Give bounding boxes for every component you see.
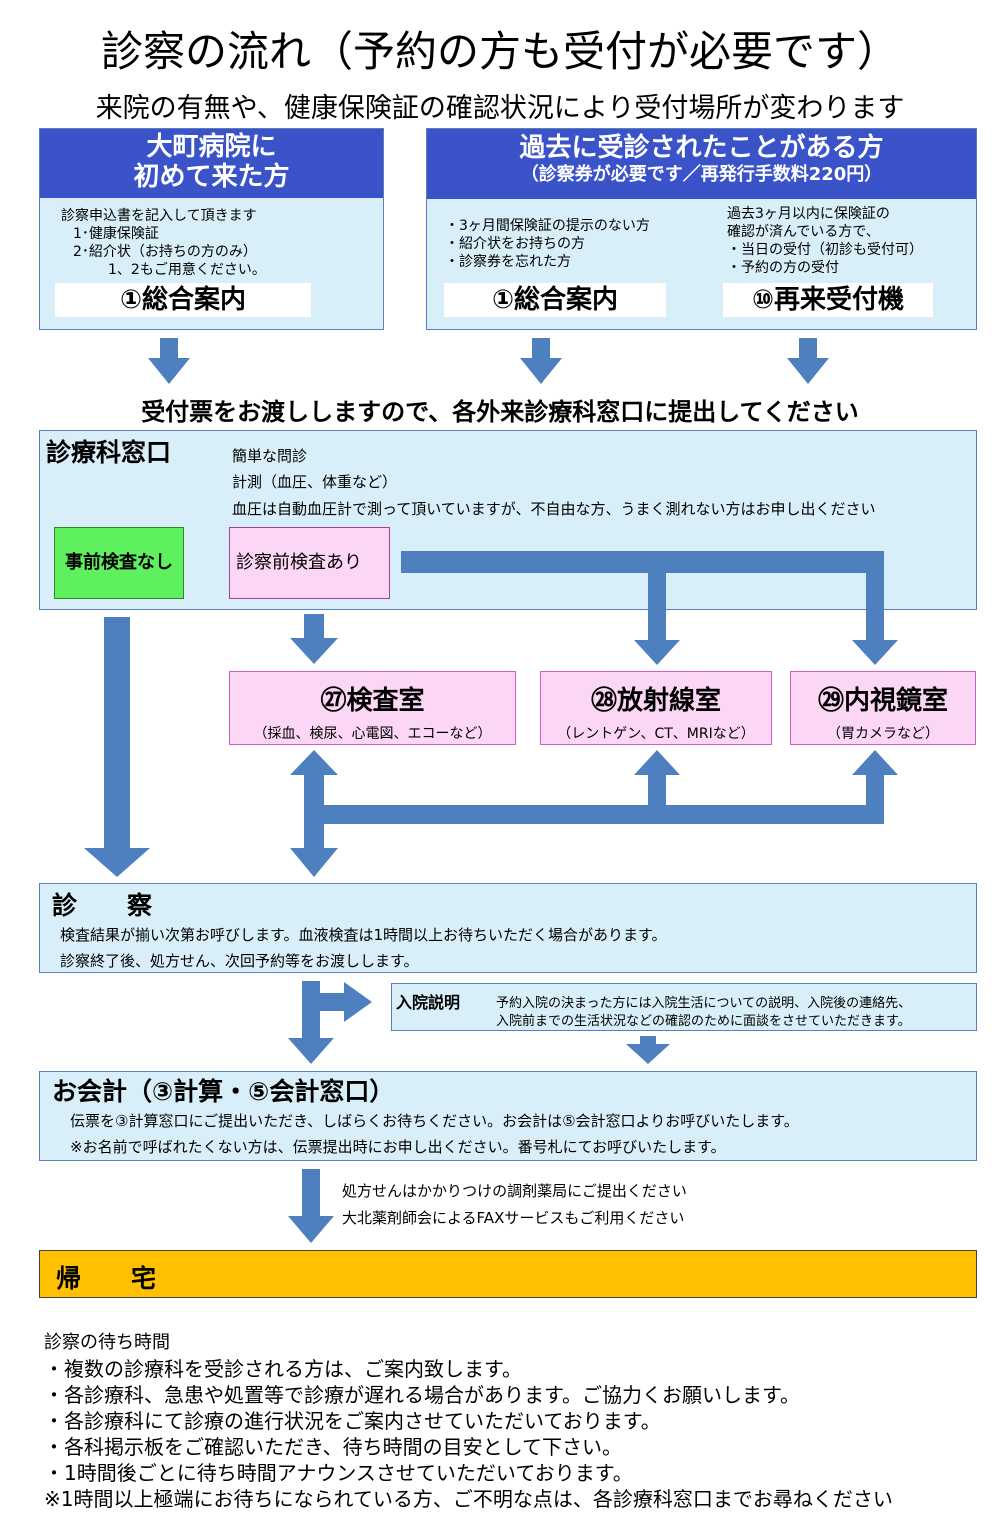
returning-right-line: ・予約の方の受付 xyxy=(727,260,839,276)
general-info-label: ①総合案内 xyxy=(444,283,666,317)
waiting-line: ・各科掲示板をご確認いただき、待ち時間の目安として下さい。 xyxy=(44,1435,622,1459)
returning-right-line: ・当日の受付（初診も受付可） xyxy=(727,242,923,258)
arrow-split-icon xyxy=(288,981,372,1064)
clinic-window-line: 血圧は自動血圧計で測って頂いていますが、不自由な方、うまく測れない方はお申し出く… xyxy=(232,500,876,518)
endoscopy-room-name: ㉙内視鏡室 xyxy=(817,686,948,716)
waiting-line: ・1時間後ごとに待ち時間アナウンスさせていただいております。 xyxy=(44,1461,633,1485)
new-patient-header: 大町病院に 初めて来た方 xyxy=(40,129,383,198)
endoscopy-room-detail: （胃カメラなど） xyxy=(827,726,939,742)
lab-room-box: ㉗検査室 （採血、検尿、心電図、エコーなど） xyxy=(229,671,516,745)
admission-line: 入院前までの生活状況などの確認のために面談をさせていただきます。 xyxy=(496,1014,911,1029)
arrow-down-icon xyxy=(288,1169,334,1243)
returning-right-line: 確認が済んでいる方で、 xyxy=(727,224,880,240)
returning-patient-header: 過去に受診されたことがある方 （診察券が必要です／再発行手数料220円） xyxy=(427,129,976,199)
arrow-down-icon xyxy=(520,338,562,384)
payment-title: お会計（③計算・⑤会計窓口） xyxy=(52,1077,395,1106)
pharmacy-note: 大北薬剤師会によるFAXサービスもご利用ください xyxy=(342,1209,685,1227)
payment-panel: お会計（③計算・⑤会計窓口） 伝票を③計算窓口にご提出いただき、しばらくお待ちく… xyxy=(39,1071,977,1161)
returning-right-line: 過去3ヶ月以内に保険証の xyxy=(727,206,890,222)
radiology-room-detail: （レントゲン、CT、MRIなど） xyxy=(557,726,755,742)
new-patient-panel: 大町病院に 初めて来た方 診察申込書を記入して頂きます 1･健康保険証 2･紹介… xyxy=(39,128,384,330)
new-patient-header-line1: 大町病院に xyxy=(146,132,277,162)
clinic-window-line: 計測（血圧、体重など） xyxy=(232,473,398,491)
new-patient-line: 2･紹介状（お持ちの方のみ） xyxy=(73,244,257,260)
new-patient-line: 1、2もご用意ください。 xyxy=(108,262,266,278)
admission-panel: 入院説明 予約入院の決まった方には入院生活についての説明、入院後の連絡先、 入院… xyxy=(391,983,977,1031)
waiting-line: ・各診療科、急患や処置等で診療が遅れる場合があります。ご協力くお願いします。 xyxy=(44,1383,800,1407)
new-patient-line: 診察申込書を記入して頂きます xyxy=(61,208,257,224)
waiting-line: ・複数の診療科を受診される方は、ご案内致します。 xyxy=(44,1357,522,1381)
arrow-down-icon xyxy=(626,1036,670,1064)
ticket-notice: 受付票をお渡ししますので、各外来診療科窓口に提出してください xyxy=(141,398,859,426)
home-title: 帰 宅 xyxy=(56,1264,157,1293)
general-info-label: ①総合案内 xyxy=(55,283,311,317)
lab-room-name: ㉗検査室 xyxy=(320,686,425,716)
returning-header-sub: （診察券が必要です／再発行手数料220円） xyxy=(520,164,883,185)
pharmacy-note: 処方せんはかかりつけの調剤薬局にご提出ください xyxy=(342,1182,687,1200)
radiology-room-box: ㉘放射線室 （レントゲン、CT、MRIなど） xyxy=(540,671,772,745)
radiology-room-name: ㉘放射線室 xyxy=(590,686,721,716)
clinic-window-panel: 診療科窓口 簡単な問診 計測（血圧、体重など） 血圧は自動血圧計で測って頂いてい… xyxy=(39,430,977,610)
admission-title: 入院説明 xyxy=(396,993,461,1012)
consultation-line: 検査結果が揃い次第お呼びします。血液検査は1時間以上お待ちいただく場合があります… xyxy=(60,926,667,944)
clinic-window-title: 診療科窓口 xyxy=(46,438,172,467)
admission-line: 予約入院の決まった方には入院生活についての説明、入院後の連絡先、 xyxy=(496,996,912,1011)
payment-line: 伝票を③計算窓口にご提出いただき、しばらくお待ちください。お会計は⑤会計窓口より… xyxy=(70,1112,799,1130)
pretest-label: 診察前検査あり xyxy=(236,552,362,573)
new-patient-line: 1･健康保険証 xyxy=(73,226,159,242)
returning-left-line: ・紹介状をお持ちの方 xyxy=(445,236,585,252)
waiting-title: 診察の待ち時間 xyxy=(44,1332,170,1353)
returning-left-line: ・診察券を忘れた方 xyxy=(445,254,571,270)
lab-room-detail: （採血、検尿、心電図、エコーなど） xyxy=(253,726,492,742)
clinic-window-line: 簡単な問診 xyxy=(232,447,308,465)
arrow-down-icon xyxy=(84,617,150,877)
waiting-line: ・各診療科にて診療の進行状況をご案内させていただいております。 xyxy=(44,1409,661,1433)
pretest-box: 診察前検査あり xyxy=(229,527,390,599)
page-subtitle: 来院の有無や、健康保険証の確認状況により受付場所が変わります xyxy=(95,93,905,124)
arrow-branch-icon xyxy=(401,551,898,665)
waiting-line: ※1時間以上極端にお待ちになられている方、ご不明な点は、各診療科窓口までお尋ねく… xyxy=(44,1487,893,1511)
arrow-down-icon xyxy=(290,614,338,664)
returning-left-line: ・3ヶ月間保険証の提示のない方 xyxy=(445,218,650,234)
returning-patient-panel: 過去に受診されたことがある方 （診察券が必要です／再発行手数料220円） ・3ヶ… xyxy=(426,128,977,330)
returning-header-title: 過去に受診されたことがある方 xyxy=(519,133,884,163)
consultation-panel: 診 察 検査結果が揃い次第お呼びします。血液検査は1時間以上お待ちいただく場合が… xyxy=(39,883,977,973)
new-patient-header-line2: 初めて来た方 xyxy=(133,162,290,192)
reception-machine-label: ⑩再来受付機 xyxy=(723,283,933,317)
waiting-notes: 診察の待ち時間 ・複数の診療科を受診される方は、ご案内致します。 ・各診療科、急… xyxy=(44,1330,893,1512)
page-title: 診察の流れ（予約の方も受付が必要です） xyxy=(100,27,899,76)
payment-line: ※お名前で呼ばれたくない方は、伝票提出時にお申し出ください。番号札にてお呼びいた… xyxy=(70,1138,726,1156)
arrow-down-icon xyxy=(148,338,190,384)
home-box: 帰 宅 xyxy=(39,1250,977,1298)
arrow-return-icon xyxy=(290,750,898,877)
no-pretest-label: 事前検査なし xyxy=(65,552,173,573)
arrow-down-icon xyxy=(787,338,829,384)
no-pretest-box: 事前検査なし xyxy=(54,527,184,599)
consultation-line: 診察終了後、処方せん、次回予約等をお渡しします。 xyxy=(60,952,419,970)
endoscopy-room-box: ㉙内視鏡室 （胃カメラなど） xyxy=(790,671,976,745)
consultation-title: 診 察 xyxy=(52,891,153,920)
